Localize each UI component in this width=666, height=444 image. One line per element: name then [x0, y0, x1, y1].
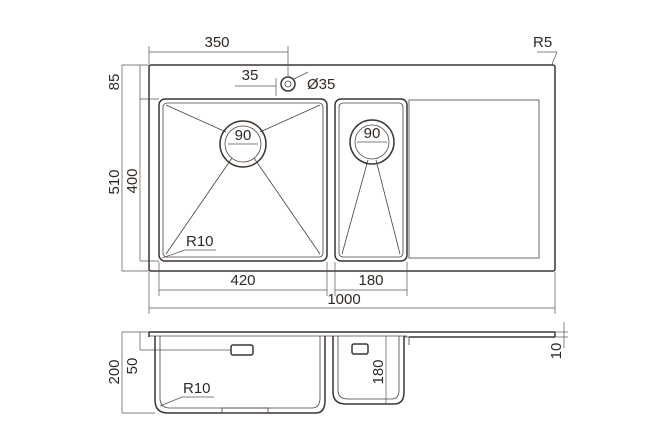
- large-bowl-width-label: 420: [230, 272, 255, 289]
- small-bowl-slopes: [341, 159, 401, 255]
- bowl-depth-label: 400: [124, 168, 141, 193]
- large-bowl-outer: [158, 98, 328, 262]
- hole-edge-label: 35: [242, 67, 259, 84]
- small-drain-outer: [349, 119, 395, 165]
- dimension-labels: 350 35 Ø35 R5 85 510 400 90 90 R10 420 1…: [106, 34, 565, 397]
- inner-radius-label: R10: [186, 233, 214, 250]
- drainboard-outline: [408, 99, 540, 259]
- width-offset-label: 350: [204, 34, 229, 51]
- large-bowl-inner: [162, 102, 324, 258]
- small-bowl-profile-inner: [337, 336, 400, 400]
- large-bowl-drain: [221, 407, 269, 414]
- small-bowl-width-label: 180: [358, 272, 383, 289]
- large-drain-outer: [219, 120, 267, 168]
- small-bowl-inner: [338, 102, 404, 258]
- small-height-label: 180: [370, 359, 387, 384]
- overflow-height-label: 50: [124, 358, 141, 375]
- deck-thickness-label: 10: [548, 343, 565, 360]
- tap-hole: [280, 76, 296, 92]
- side-view: [148, 331, 556, 414]
- top-view: [148, 64, 556, 272]
- hole-diameter-label: Ø35: [307, 76, 335, 93]
- back-margin-label: 85: [106, 74, 123, 91]
- depth-total-label: 510: [106, 169, 123, 194]
- total-width-label: 1000: [327, 291, 360, 308]
- small-bowl-profile: [332, 336, 405, 405]
- small-drain-label: 90: [364, 125, 381, 142]
- large-bowl-slopes: [165, 104, 321, 255]
- large-drain-inner: [224, 125, 262, 163]
- small-bowl-outer: [334, 98, 408, 262]
- large-bowl-profile: [154, 336, 326, 414]
- sink-outline: [148, 64, 556, 272]
- corner-radius-label: R5: [533, 34, 552, 51]
- small-drain-inner: [354, 124, 390, 160]
- side-dimension-lines: [121, 322, 568, 414]
- small-overflow-slot: [351, 343, 369, 355]
- large-height-label: 200: [106, 359, 123, 384]
- side-radius-label: R10: [183, 380, 211, 397]
- tap-hole-center: [284, 80, 292, 88]
- overflow-slot: [230, 344, 254, 356]
- large-drain-label: 90: [235, 127, 252, 144]
- top-dimension-lines: [121, 46, 558, 314]
